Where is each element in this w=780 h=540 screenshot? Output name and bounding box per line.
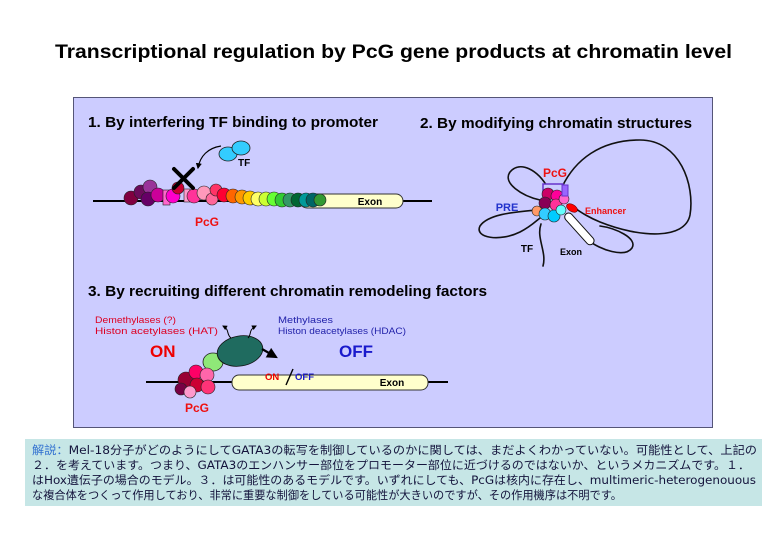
activator-label: Histon acetylases (HAT) — [95, 326, 218, 337]
chromatin-loop — [561, 139, 692, 235]
pcg-subunit-block — [561, 184, 569, 197]
recruit-arrow-left — [222, 325, 232, 339]
pcg-bead — [200, 379, 216, 395]
exon-box — [231, 374, 429, 391]
tf-label: TF — [521, 244, 533, 255]
chromatin-loop — [587, 225, 634, 254]
tf-strand — [538, 223, 545, 267]
pcg-bead — [538, 196, 552, 210]
on-state-label: ON — [150, 342, 176, 361]
off-state-label: OFF — [339, 342, 373, 361]
pcg-complex — [123, 179, 327, 208]
tf-subunit — [231, 140, 251, 156]
pre-label: PRE — [496, 202, 519, 214]
note-line: 解説：Mel-18分子がどのようにしてGATA3の転写を制御しているのかに関して… — [32, 443, 757, 457]
pcg-complex — [174, 364, 216, 399]
enhancer-label: Enhancer — [585, 206, 627, 216]
exon-label: Exon — [358, 197, 382, 208]
panel-3-heading: 3. By recruiting different chromatin rem… — [88, 284, 487, 300]
tf-bead — [555, 204, 567, 216]
transcription-factor — [218, 140, 251, 162]
pcg-bead — [313, 193, 327, 207]
panel-2-modifying-chromatin: 2. By modifying chromatin structures PcG… — [420, 116, 692, 267]
pcg-tf-complex — [531, 183, 570, 223]
pcg-label: PcG — [185, 401, 209, 415]
pcg-label: PcG — [195, 215, 219, 229]
panel-3-recruiting-remodelers: 3. By recruiting different chromatin rem… — [88, 284, 487, 415]
note-line: はHox遺伝子の場合のモデル。３．は可能性のあるモデルです。いずれにしても、Pc… — [32, 473, 756, 487]
chromatin-loop — [478, 209, 541, 239]
exon-label: Exon — [560, 247, 582, 257]
explanation-note: 解説：Mel-18分子がどのようにしてGATA3の転写を制御しているのかに関して… — [25, 439, 762, 506]
recruit-arrow-right — [247, 325, 257, 339]
exon-switch-on: ON — [265, 372, 279, 383]
panel-1-heading: 1. By interfering TF binding to promoter — [88, 115, 378, 131]
note-background — [25, 439, 762, 506]
blocked-binding-cross-icon — [172, 167, 195, 190]
pcg-bead — [183, 385, 197, 399]
switch-slash — [285, 368, 294, 386]
tf-binding-arrow — [195, 145, 222, 170]
note-prefix: 解説： — [32, 443, 69, 457]
repressor-label: Histon deacetylases (HDAC) — [278, 326, 406, 337]
repression-arrow — [261, 347, 278, 359]
note-line: な複合体をつくって作用しており、非常に重要な制御をしている可能性が大きいのですが… — [32, 488, 622, 502]
exon-bar — [564, 212, 595, 246]
enhancer-element — [566, 203, 578, 213]
note-line: ２．を考えています。つまり、GATA3のエンハンサー部位をプロモーター部位に近づ… — [32, 458, 750, 472]
repressor-label: Methylases — [278, 315, 333, 326]
diagram-panel — [73, 97, 713, 428]
slide-title: Transcriptional regulation by PcG gene p… — [55, 41, 732, 63]
tf-label: TF — [238, 158, 250, 169]
activator-label: Demethylases (?) — [95, 315, 176, 326]
chromatin-loop — [507, 166, 549, 201]
panel-2-heading: 2. By modifying chromatin structures — [420, 116, 692, 132]
note-line-text: Mel-18分子がどのようにしてGATA3の転写を制御しているのかに関しては、ま… — [69, 443, 757, 457]
remodeling-factor-ellipse — [216, 335, 264, 367]
exon-label: Exon — [380, 378, 404, 389]
exon-switch-off: OFF — [295, 372, 314, 383]
panel-1-interfering-tf-binding: 1. By interfering TF binding to promoter… — [88, 115, 432, 229]
pcg-label: PcG — [543, 166, 567, 180]
